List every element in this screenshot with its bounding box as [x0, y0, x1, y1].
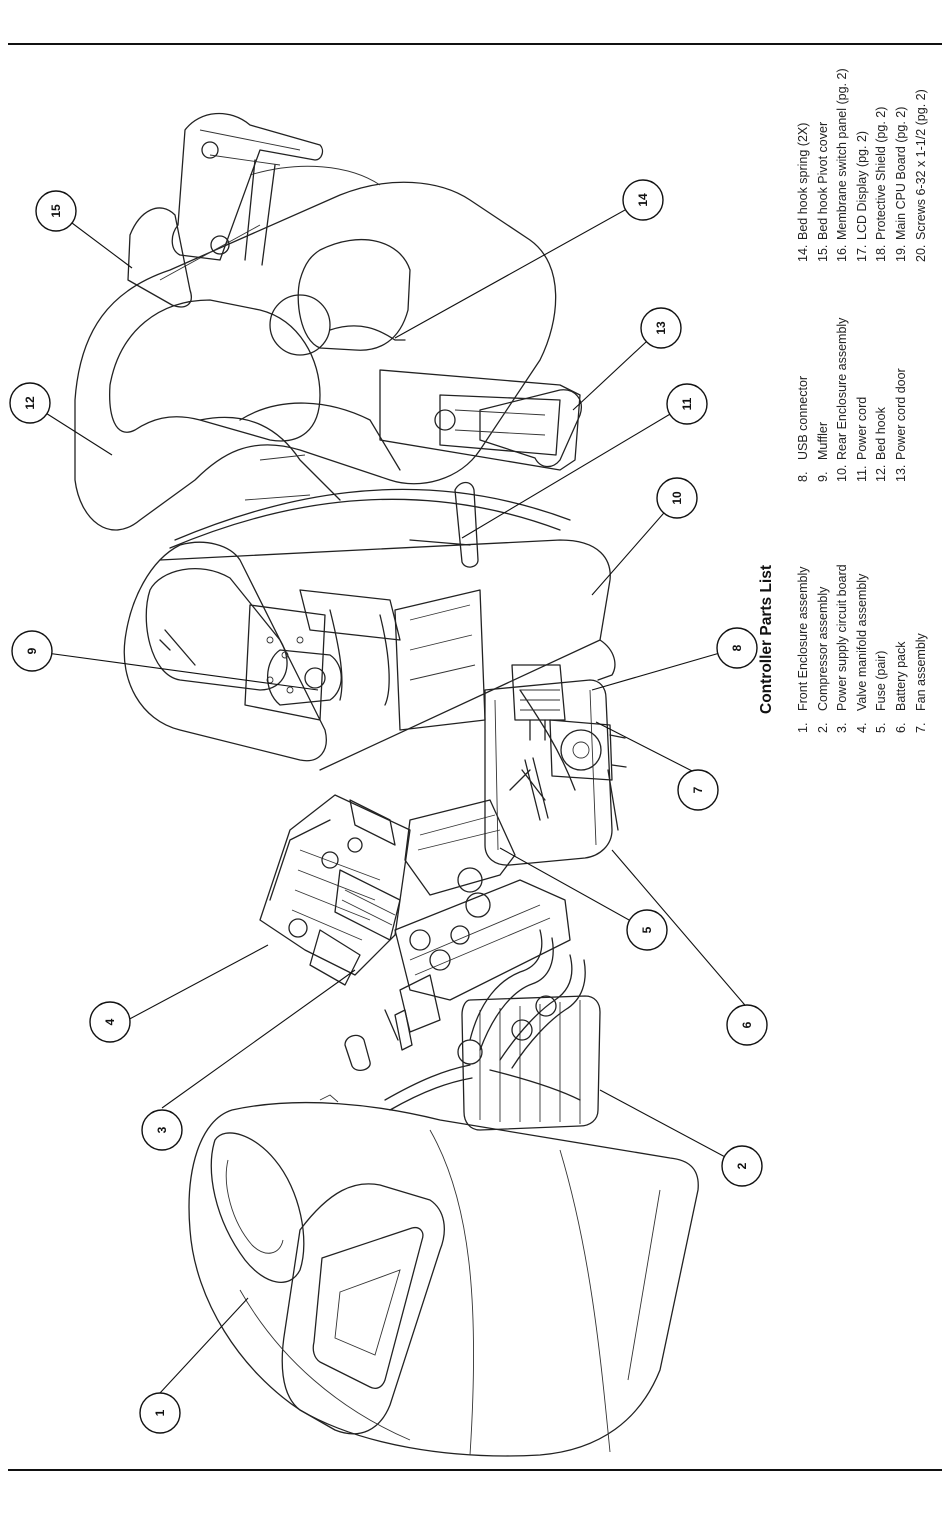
svg-text:6: 6 [740, 1021, 754, 1028]
rear-enclosure-shape [123, 402, 616, 771]
svg-text:3: 3 [155, 1126, 169, 1133]
svg-text:12: 12 [23, 396, 37, 410]
bed-hook-spring-shape [329, 325, 406, 341]
power-cord-shape [409, 481, 479, 568]
callout-9: 9 [11, 630, 53, 672]
leader-lines [29, 199, 763, 1394]
callout-4: 4 [89, 1001, 131, 1043]
callout-8: 8 [716, 627, 758, 669]
fuse-block-shape [404, 799, 516, 918]
pivot-cover-shape [127, 112, 324, 308]
svg-text:8: 8 [730, 644, 744, 651]
callout-1: 1 [139, 1392, 181, 1434]
callout-7: 7 [677, 769, 719, 811]
svg-text:13: 13 [654, 321, 668, 335]
bottom-rule [8, 1469, 942, 1471]
top-rule [8, 43, 942, 45]
callout-11: 11 [666, 383, 708, 425]
svg-text:5: 5 [640, 926, 654, 933]
front-enclosure-shape [188, 1094, 699, 1457]
callout-14: 14 [622, 179, 664, 221]
callout-12: 12 [9, 382, 51, 424]
fan-assembly-shape [509, 719, 627, 801]
battery-pack-shape [484, 679, 613, 866]
muffler-shape [267, 649, 342, 706]
svg-text:15: 15 [49, 204, 63, 218]
callout-6: 6 [726, 1004, 768, 1046]
compressor-shape [384, 929, 601, 1131]
callout-5: 5 [626, 909, 668, 951]
callout-15: 15 [35, 190, 77, 232]
usb-connector-shape [511, 664, 566, 741]
svg-text:14: 14 [636, 193, 650, 207]
callout-3: 3 [141, 1109, 183, 1151]
svg-text:11: 11 [680, 397, 694, 410]
callout-10: 10 [656, 477, 698, 519]
svg-text:2: 2 [735, 1162, 749, 1169]
screws-shape [159, 629, 619, 1041]
power-supply-board-shape [344, 879, 571, 1072]
bed-hook-shape [74, 165, 582, 531]
callout-2: 2 [721, 1145, 763, 1187]
svg-text:10: 10 [670, 491, 684, 505]
power-cord-door-shape [379, 369, 581, 471]
svg-text:9: 9 [25, 647, 39, 654]
svg-text:1: 1 [153, 1409, 167, 1416]
callout-13: 13 [640, 307, 682, 349]
svg-text:4: 4 [103, 1018, 117, 1025]
valve-manifold-shape [259, 794, 411, 986]
svg-text:7: 7 [691, 786, 705, 793]
